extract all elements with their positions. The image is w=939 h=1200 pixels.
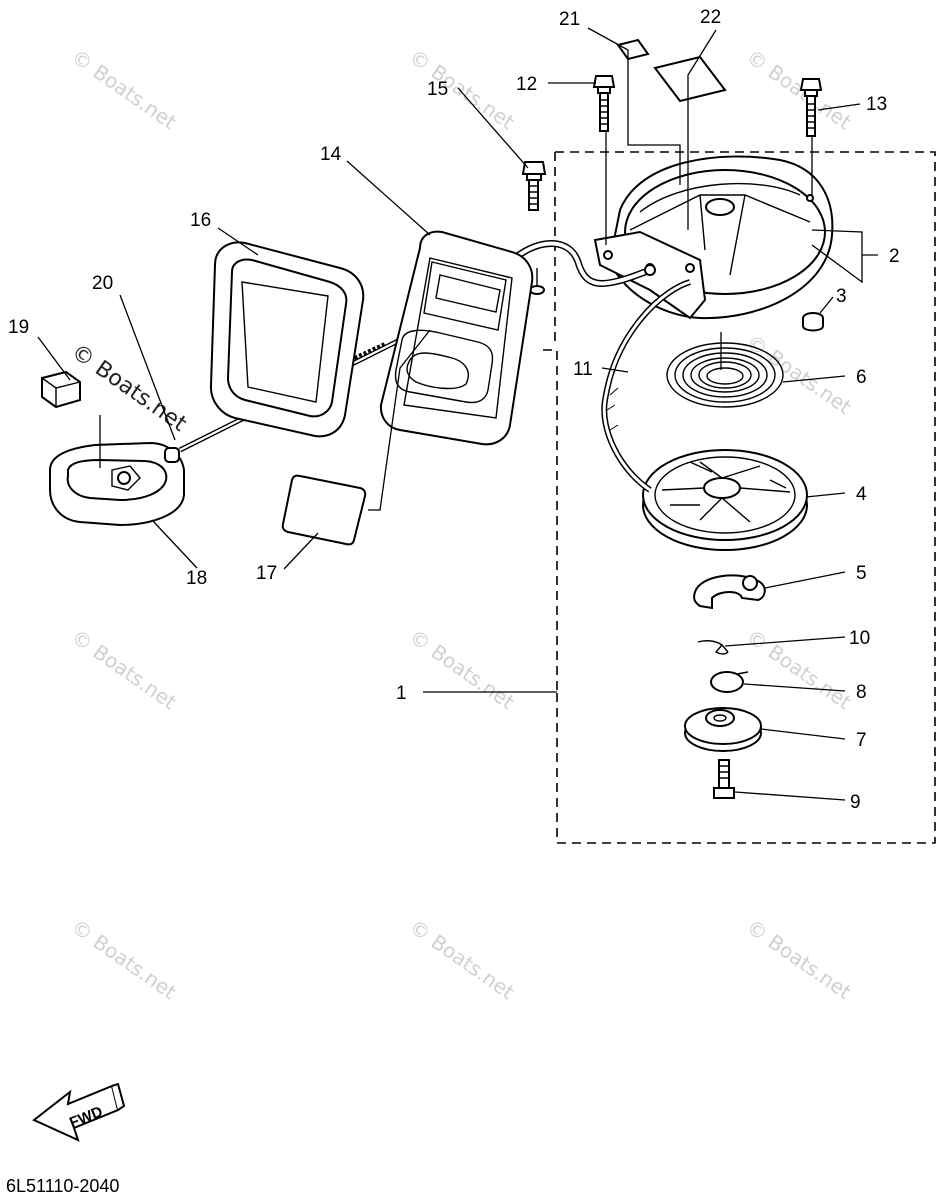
- part-8-circlip: [710, 671, 749, 693]
- part-13-bolt: [799, 78, 823, 137]
- part-15-bolt: [521, 161, 547, 211]
- callout-2: 2: [889, 246, 900, 267]
- callout-14: 14: [320, 144, 342, 165]
- callout-11: 11: [573, 359, 593, 380]
- part-9-bolt: [713, 759, 735, 799]
- part-6-spring: [666, 342, 784, 408]
- part-12-bolt: [592, 75, 616, 132]
- watermark: © Boats.net: [405, 914, 519, 1004]
- watermark: © Boats.net: [67, 914, 181, 1004]
- part-21-label: [616, 38, 650, 61]
- callout-6: 6: [856, 367, 867, 388]
- callout-18: 18: [186, 568, 207, 589]
- callout-7: 7: [856, 730, 867, 751]
- part-3-grommet: [802, 312, 824, 332]
- callout-9: 9: [850, 792, 861, 813]
- callout-12: 12: [516, 74, 537, 95]
- watermark: © Boats.net: [405, 44, 519, 134]
- part-22-label: [653, 55, 727, 103]
- callout-19: 19: [8, 317, 29, 338]
- part-7-drum: [684, 707, 762, 752]
- watermark: © Boats.net: [67, 44, 181, 134]
- callout-15: 15: [427, 79, 448, 100]
- watermark: © Boats.net: [742, 914, 856, 1004]
- watermark: © Boats.net: [405, 624, 519, 714]
- callout-20: 20: [92, 273, 113, 294]
- leader-lines: [37, 27, 878, 801]
- assembly-boundary: [537, 151, 936, 844]
- callout-21: 21: [559, 9, 580, 30]
- part-19-cap: [41, 370, 81, 409]
- callout-16: 16: [190, 210, 211, 231]
- part-10-spring: [697, 640, 729, 655]
- callout-8: 8: [856, 682, 867, 703]
- callout-10: 10: [849, 628, 870, 649]
- fwd-arrow-icon: FWD: [32, 1082, 126, 1142]
- part-14-bracket: [379, 230, 534, 446]
- callout-17: 17: [256, 563, 277, 584]
- watermark: © Boats.net: [742, 44, 856, 134]
- watermark: © Boats.net: [67, 624, 181, 714]
- callouts: 1 2 3 4 5 6 7 8 9 10 11 12 13 14 15 16 1…: [8, 7, 900, 813]
- watermark-dark: © Boats.net: [67, 339, 192, 437]
- part-4-pulley: [642, 449, 808, 551]
- callout-4: 4: [856, 484, 867, 505]
- callout-3: 3: [836, 286, 847, 307]
- part-11-rope: [601, 279, 691, 493]
- callout-1: 1: [396, 683, 407, 704]
- callout-5: 5: [856, 563, 867, 584]
- starter-cable: [512, 240, 656, 295]
- part-5-drive-plate: [693, 574, 766, 610]
- part-16-frame: [209, 241, 365, 438]
- callout-22: 22: [700, 7, 721, 28]
- part-17-label: [281, 474, 367, 546]
- part-code: 6L51110-2040: [6, 1176, 119, 1196]
- callout-13: 13: [866, 94, 887, 115]
- part-18-handle: [49, 441, 185, 527]
- part-2-starter-case: [593, 155, 834, 320]
